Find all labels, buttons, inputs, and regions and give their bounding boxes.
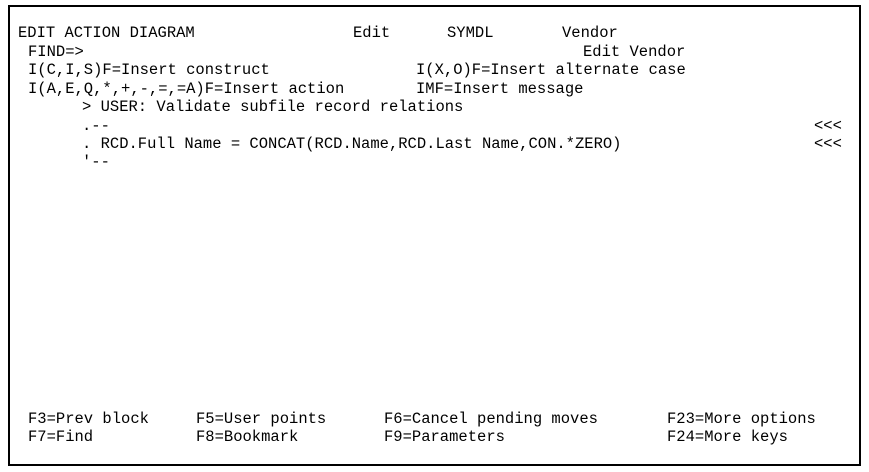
insert-construct-hint: I(C,I,S)F=Insert construct [28, 61, 270, 79]
function-name: Edit Vendor [583, 43, 686, 61]
f24-more-keys-key[interactable]: F24=More keys [667, 428, 788, 446]
terminal-screen: EDIT ACTION DIAGRAM Edit SYMDL Vendor FI… [8, 5, 861, 466]
line-marker: <<< [814, 117, 842, 135]
f7-find-key[interactable]: F7=Find [28, 428, 94, 446]
diagram-close-bracket[interactable]: '-- [82, 153, 110, 171]
find-label: FIND=> [28, 43, 84, 61]
f8-bookmark-key[interactable]: F8=Bookmark [196, 428, 299, 446]
diagram-statement[interactable]: . RCD.Full Name = CONCAT(RCD.Name,RCD.La… [82, 135, 622, 153]
diagram-block-title[interactable]: > USER: Validate subfile record relation… [82, 98, 464, 116]
mode-label: Edit [353, 24, 391, 42]
f23-more-options-key[interactable]: F23=More options [667, 410, 816, 428]
f6-cancel-pending-moves-key[interactable]: F6=Cancel pending moves [384, 410, 598, 428]
insert-message-hint: IMF=Insert message [416, 80, 584, 98]
diagram-open-bracket[interactable]: .-- [82, 117, 110, 135]
f5-user-points-key[interactable]: F5=User points [196, 410, 327, 428]
screen-title: EDIT ACTION DIAGRAM [18, 24, 195, 42]
file-label: Vendor [562, 24, 618, 42]
f9-parameters-key[interactable]: F9=Parameters [384, 428, 505, 446]
insert-alternate-case-hint: I(X,O)F=Insert alternate case [416, 61, 686, 79]
line-marker: <<< [814, 135, 842, 153]
find-input[interactable] [90, 43, 570, 61]
library-label: SYMDL [447, 24, 494, 42]
insert-action-hint: I(A,E,Q,*,+,-,=,=A)F=Insert action [28, 80, 345, 98]
f3-prev-block-key[interactable]: F3=Prev block [28, 410, 149, 428]
